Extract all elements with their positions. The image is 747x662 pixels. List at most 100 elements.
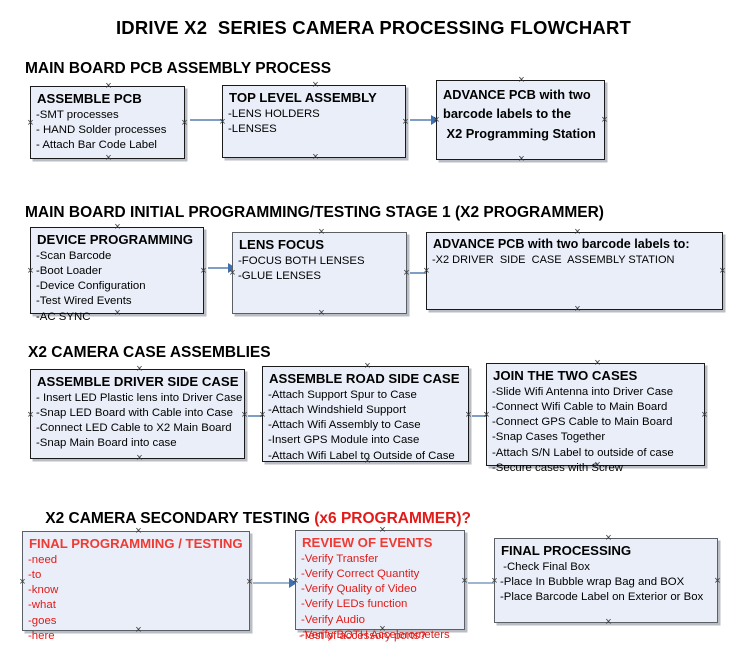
connection-handle-bottom	[135, 454, 144, 463]
connection-handle-right	[180, 119, 189, 128]
box-line: -Slide Wifi Antenna into Driver Case	[492, 385, 674, 398]
box-lens-focus[interactable]: LENS FOCUS -FOCUS BOTH LENSES -GLUE LENS…	[232, 232, 407, 314]
box-line: -LENSES	[228, 122, 277, 135]
connection-handle-left	[26, 411, 35, 420]
box-title: LENS FOCUS	[239, 237, 324, 252]
connection-handle-right	[199, 267, 208, 276]
box-line: -Attach Wifi Assembly to Case	[268, 419, 421, 432]
connection-handle-right	[700, 411, 709, 420]
arrow-final-programming-to-review	[253, 578, 297, 588]
box-title: JOIN THE TWO CASES	[493, 368, 638, 383]
box-line: -Snap Cases Together	[492, 431, 606, 444]
box-line: -Verify BOTH Accelerometers	[301, 628, 450, 641]
box-top-level-assembly[interactable]: TOP LEVEL ASSEMBLY -LENS HOLDERS -LENSES	[222, 85, 406, 158]
box-final-processing[interactable]: FINAL PROCESSING -Check Final Box -Place…	[494, 538, 718, 623]
connection-handle-left	[26, 119, 35, 128]
box-title: DEVICE PROGRAMMING	[37, 232, 194, 247]
box-line: -to	[28, 568, 42, 581]
box-title: FINAL PROGRAMMING / TESTING	[29, 536, 243, 551]
box-line: -Place In Bubble wrap Bag and BOX	[500, 575, 685, 588]
box-line: -Attach Windshield Support	[268, 403, 407, 416]
connection-handle-top	[135, 365, 144, 374]
box-line: -Attach Wifi Label to Outside of Case	[268, 449, 455, 462]
connection-handle-bottom	[104, 154, 113, 163]
box-line: -what	[28, 599, 56, 612]
box-title: ASSEMBLE DRIVER SIDE CASE	[37, 374, 239, 389]
box-title: REVIEW OF EVENTS	[302, 535, 433, 550]
box-title: ADVANCE PCB with two barcode labels to t…	[443, 87, 596, 141]
box-line: -Test Wired Events	[36, 295, 132, 308]
box-line: -Verify Audio	[301, 613, 365, 626]
box-line: - HAND Solder processes	[36, 123, 167, 136]
box-review-of-events-overflow-line: -Test of accessory ports?	[299, 630, 426, 642]
connection-handle-right	[401, 118, 410, 127]
box-assemble-road-side-case[interactable]: ASSEMBLE ROAD SIDE CASE -Attach Support …	[262, 366, 469, 462]
box-line: -Connect Wifi Cable to Main Board	[492, 400, 668, 413]
box-assemble-driver-side-case[interactable]: ASSEMBLE DRIVER SIDE CASE - Insert LED P…	[30, 369, 245, 459]
section-header-pcb-assembly: MAIN BOARD PCB ASSEMBLY PROCESS	[25, 60, 332, 77]
section-header-initial-programming: MAIN BOARD INITIAL PROGRAMMING/TESTING S…	[25, 204, 604, 221]
box-assemble-pcb[interactable]: ASSEMBLE PCB -SMT processes - HAND Solde…	[30, 86, 185, 159]
box-line: -Connect LED Cable to X2 Main Board	[36, 422, 232, 435]
box-line: -Scan Barcode	[36, 249, 112, 262]
box-line: -AC SYNC	[36, 310, 91, 323]
connection-handle-right	[600, 116, 609, 125]
box-line: -Verify LEDs function	[301, 598, 408, 611]
connection-handle-bottom	[517, 155, 526, 164]
box-title: ADVANCE PCB with two barcode labels to:	[433, 237, 690, 251]
box-join-the-two-cases[interactable]: JOIN THE TWO CASES -Slide Wifi Antenna i…	[486, 363, 705, 474]
connection-handle-right	[718, 267, 727, 276]
section-header-secondary-testing: X2 CAMERA SECONDARY TESTING (x6 PROGRAMM…	[28, 492, 471, 546]
box-line: -GLUE LENSES	[238, 269, 321, 282]
section-header-case-assemblies: X2 CAMERA CASE ASSEMBLIES	[28, 344, 271, 361]
box-line: -LENS HOLDERS	[228, 107, 320, 120]
box-line: -Check Final Box	[500, 560, 590, 573]
box-title: TOP LEVEL ASSEMBLY	[229, 90, 377, 105]
connection-handle-top	[517, 76, 526, 85]
connection-handle-top	[604, 534, 613, 543]
box-line: -Verify Quality of Video	[301, 583, 417, 596]
box-line: -Attach Support Spur to Case	[268, 388, 417, 401]
box-line: -Secure cases with Screw	[492, 461, 624, 474]
box-title: FINAL PROCESSING	[501, 543, 632, 558]
connection-handle-top	[104, 82, 113, 91]
box-device-programming[interactable]: DEVICE PROGRAMMING -Scan Barcode -Boot L…	[30, 227, 204, 323]
box-line: -Connect GPS Cable to Main Board	[492, 416, 673, 429]
connection-handle-bottom	[317, 309, 326, 318]
connection-handle-top	[317, 228, 326, 237]
connection-handle-top	[113, 223, 122, 232]
page-title: IDRIVE X2 SERIES CAMERA PROCESSING FLOWC…	[115, 17, 632, 38]
connection-handle-bottom	[604, 618, 613, 627]
box-line: -here	[28, 629, 55, 642]
box-line: -SMT processes	[36, 108, 119, 121]
box-line: -Verify Transfer	[301, 552, 379, 565]
connection-handle-right	[713, 577, 722, 586]
box-review-of-events[interactable]: REVIEW OF EVENTS -Verify Transfer -Verif…	[295, 530, 465, 641]
box-line: -Place Barcode Label on Exterior or Box	[500, 591, 704, 604]
box-line: -Insert GPS Module into Case	[268, 434, 420, 447]
box-line: -know	[28, 584, 59, 597]
connection-handle-left	[26, 267, 35, 276]
box-line: -Snap LED Board with Cable into Case	[36, 406, 233, 419]
box-line: -X2 DRIVER SIDE CASE ASSEMBLY STATION	[432, 253, 675, 266]
arrow-top-level-to-advance-pcb	[410, 115, 439, 125]
box-line: -Snap Main Board into case	[36, 437, 177, 450]
box-final-programming-testing[interactable]: FINAL PROGRAMMING / TESTING -need -to -k…	[22, 531, 250, 642]
box-advance-pcb-programming-station[interactable]: ADVANCE PCB with two barcode labels to t…	[436, 80, 605, 160]
box-title: ASSEMBLE ROAD SIDE CASE	[269, 371, 460, 386]
connection-handle-top	[593, 359, 602, 368]
section-header-text: X2 CAMERA SECONDARY TESTING	[45, 510, 315, 527]
connection-handle-bottom	[311, 153, 320, 162]
box-line: - Attach Bar Code Label	[36, 139, 157, 152]
connection-handle-left	[18, 578, 27, 587]
box-line: -Verify Correct Quantity	[301, 567, 420, 580]
box-line: -Attach S/N Label to outside of case	[492, 446, 674, 459]
connection-handle-top	[363, 362, 372, 371]
connection-handle-bottom	[573, 305, 582, 314]
box-line: - Insert LED Plastic lens into Driver Ca…	[36, 391, 243, 404]
connection-handle-top	[573, 228, 582, 237]
box-line: -Boot Loader	[36, 264, 102, 277]
connection-handle-top	[311, 81, 320, 90]
box-advance-pcb-driver-side-station[interactable]: ADVANCE PCB with two barcode labels to: …	[426, 232, 723, 310]
